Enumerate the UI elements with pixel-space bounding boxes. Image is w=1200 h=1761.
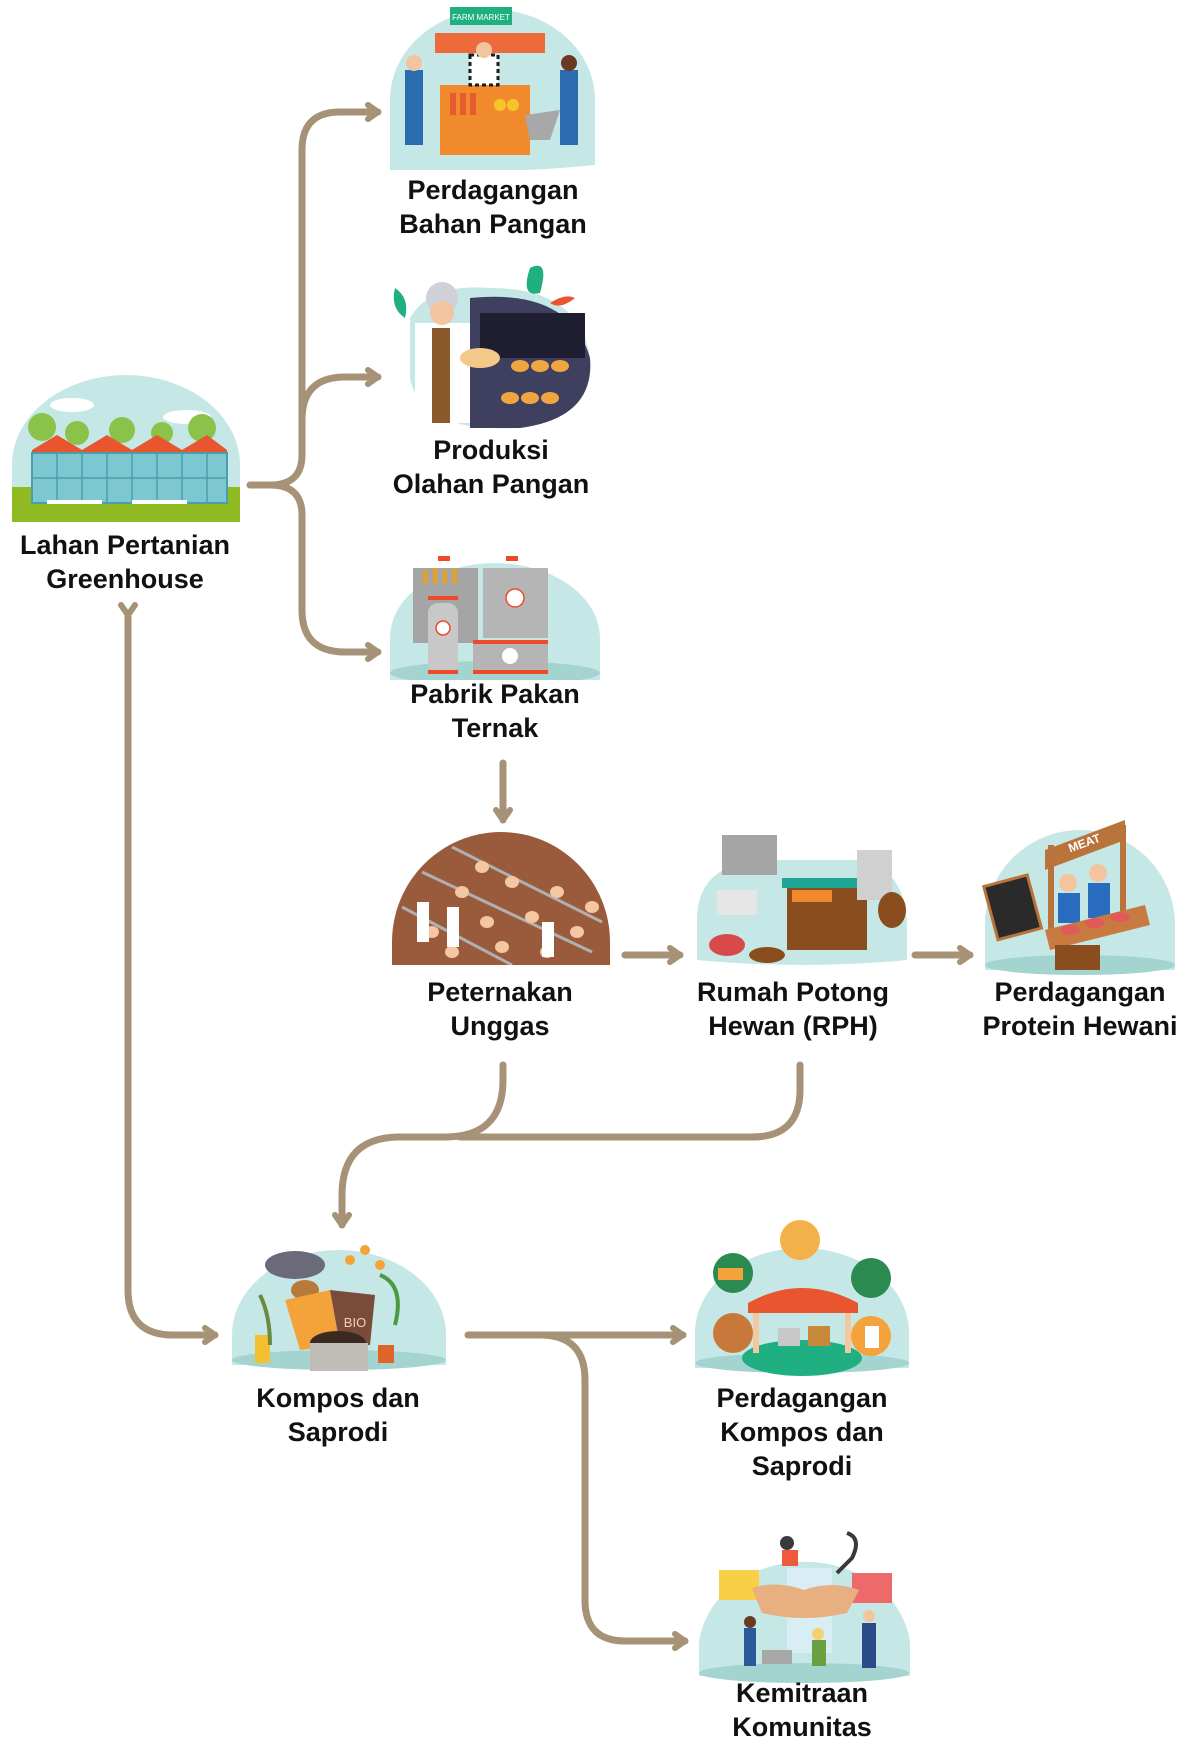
label-line: Protein Hewani: [982, 1011, 1178, 1041]
label-line: Saprodi: [287, 1417, 389, 1447]
edge-greenhouse-to-processing: [298, 367, 382, 424]
bio-bin-label: BIO: [344, 1315, 366, 1330]
label-line: Pabrik Pakan: [410, 679, 580, 709]
bakery-icon: [390, 258, 595, 430]
node-label: Lahan Pertanian Greenhouse: [20, 528, 230, 596]
label-line: Ternak: [451, 713, 539, 743]
node-label: Peternakan Unggas: [427, 975, 573, 1043]
node-label: Perdagangan Bahan Pangan: [399, 173, 587, 241]
handshake-icon: [697, 1528, 912, 1683]
label-line: Kompos dan: [256, 1383, 420, 1413]
label-line: Perdagangan: [994, 977, 1166, 1007]
node-label: Pabrik Pakan Ternak: [410, 677, 580, 745]
label-line: Peternakan: [427, 977, 573, 1007]
compost-bins-icon: BIO: [230, 1235, 448, 1375]
node-label: Perdagangan Kompos dan Saprodi: [716, 1381, 887, 1483]
label-line: Olahan Pangan: [392, 469, 590, 499]
feed-silo-icon: [388, 548, 603, 680]
label-line: Bahan Pangan: [399, 209, 587, 239]
node-label: Rumah Potong Hewan (RPH): [697, 975, 889, 1043]
farm-market-icon: FARM MARKET: [385, 5, 600, 170]
node-label: Perdagangan Protein Hewani: [982, 975, 1177, 1043]
label-line: Unggas: [450, 1011, 550, 1041]
label-line: Komunitas: [732, 1712, 872, 1742]
label-line: Perdagangan: [407, 175, 579, 205]
label-line: Lahan Pertanian: [19, 530, 231, 560]
greenhouse-icon: [12, 375, 240, 522]
label-line: Kompos dan: [720, 1417, 884, 1447]
node-label: Kemitraan Komunitas: [732, 1676, 872, 1744]
label-line: Perdagangan: [716, 1383, 888, 1413]
label-line: Greenhouse: [46, 564, 204, 594]
label-line: Kemitraan: [735, 1678, 869, 1708]
label-line: Hewan (RPH): [708, 1011, 878, 1041]
edge-poultry-to-compost: [332, 1061, 507, 1229]
edge-greenhouse-to-feedmill: [266, 481, 382, 662]
label-line: Produksi: [433, 435, 549, 465]
node-label: Produksi Olahan Pangan: [393, 433, 590, 501]
edge-compost-greenhouse-bidirectional: [118, 602, 219, 1345]
label-line: Rumah Potong: [697, 977, 889, 1007]
slaughterhouse-icon: [692, 830, 912, 970]
farm-market-sign: FARM MARKET: [452, 13, 510, 22]
label-line: Saprodi: [751, 1451, 853, 1481]
meat-stall-icon: MEAT: [980, 805, 1180, 975]
node-label: Kompos dan Saprodi: [256, 1381, 420, 1449]
poultry-farm-icon: [392, 832, 610, 965]
edge-greenhouse-trunk: [246, 102, 382, 489]
compost-market-icon: [693, 1218, 911, 1376]
edge-rph-to-compost: [456, 1061, 804, 1141]
edge-compost-to-community: [536, 1331, 689, 1651]
